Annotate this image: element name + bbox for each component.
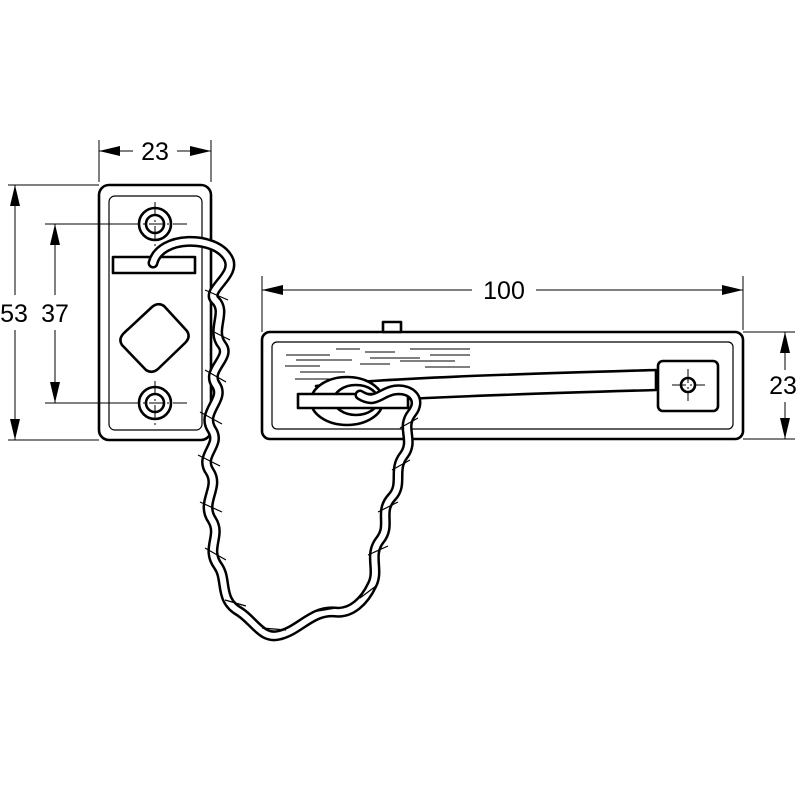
dimension-label-slide-height: 23 [769, 372, 797, 400]
security-chain [147, 235, 422, 642]
diamond-slot [119, 302, 190, 374]
dimension-plate-height: 53 [0, 184, 99, 441]
dimension-slide-length: 100 [261, 276, 744, 332]
surface-hatching [285, 348, 470, 380]
dimension-hole-spacing: 37 [41, 223, 131, 404]
door-fixing-plate [97, 183, 213, 442]
slider-knob [296, 375, 410, 427]
end-stop-plate [656, 359, 720, 413]
dimension-label-plate-height: 53 [0, 300, 28, 328]
dimension-slide-height: 23 [743, 331, 797, 440]
dimension-label-slide-length: 100 [483, 277, 525, 305]
dimension-label-plate-width: 23 [141, 138, 169, 166]
slide-track-plate [260, 320, 745, 441]
dimension-label-hole-spacing: 37 [41, 300, 69, 328]
dimension-plate-width: 23 [98, 138, 212, 182]
